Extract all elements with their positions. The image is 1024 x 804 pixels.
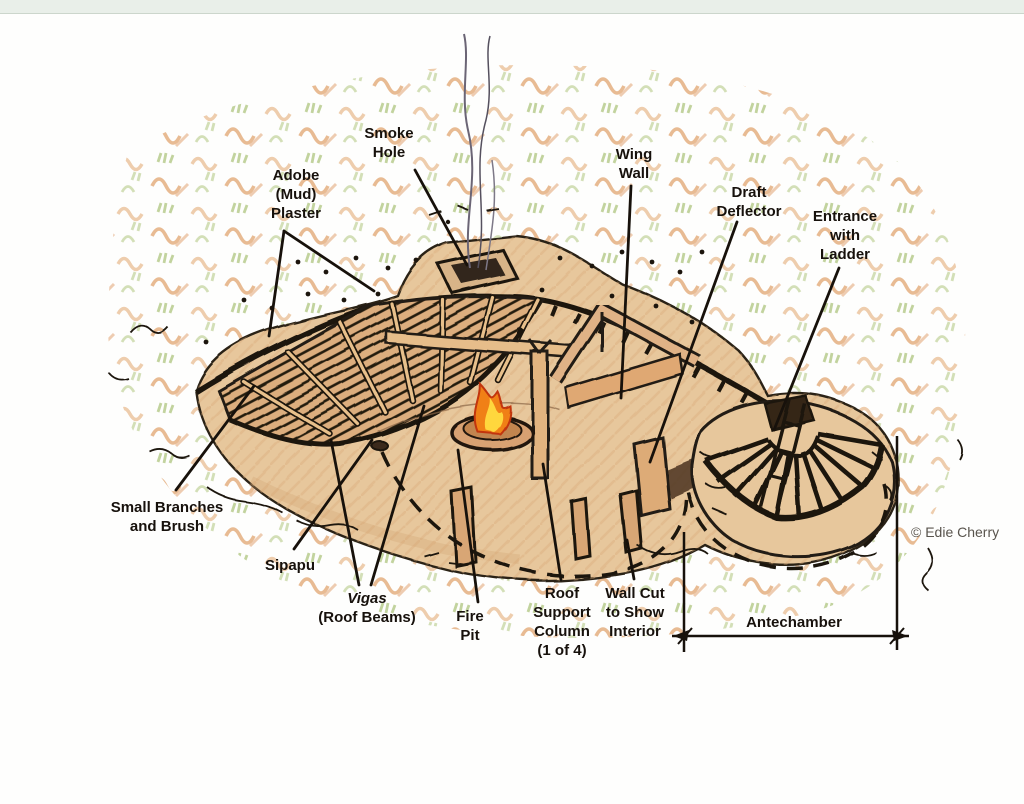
leader-lines xyxy=(174,168,841,604)
label-draft-deflector: Draft Deflector xyxy=(716,183,781,221)
interior-structure xyxy=(371,329,576,480)
label-line: Pit xyxy=(460,627,480,644)
leader-smoke-hole xyxy=(413,168,469,267)
label-line: Wall xyxy=(618,165,650,182)
label-line: Antechamber xyxy=(746,614,842,631)
ink-dots xyxy=(203,219,705,345)
label-line: with xyxy=(829,227,860,244)
label-smoke-hole: Smoke Hole xyxy=(364,124,413,162)
label-line: Support xyxy=(533,604,591,621)
roof-support-column-post xyxy=(528,339,554,480)
label-line: Ladder xyxy=(819,246,871,263)
leader-entrance xyxy=(772,266,841,432)
label-line: Sipapu xyxy=(264,557,316,574)
label-sipapu: Sipapu xyxy=(265,556,315,575)
label-small-branches: Small Branches and Brush xyxy=(111,498,224,536)
leader-adobe-b xyxy=(282,229,376,293)
label-line: (1 of 4) xyxy=(537,642,587,659)
label-line: Wing xyxy=(615,146,653,163)
antechamber-drawing xyxy=(690,394,896,559)
copyright-credit: © Edie Cherry xyxy=(911,524,1000,540)
label-line: Hole xyxy=(372,144,406,161)
antechamber-dimension xyxy=(672,436,909,652)
label-antechamber: Antechamber xyxy=(746,613,842,632)
label-adobe-plaster: Adobe (Mud) Plaster xyxy=(271,166,321,223)
label-line: Column xyxy=(534,623,590,640)
label-line: and Brush xyxy=(129,518,205,535)
label-line: Plaster xyxy=(270,205,322,222)
label-line: Deflector xyxy=(716,203,782,220)
label-line: Smoke xyxy=(364,125,414,142)
label-entrance-with-ladder: Entrance with Ladder xyxy=(813,207,877,264)
leader-small-branches xyxy=(174,384,256,492)
label-vigas: Vigas (Roof Beams) xyxy=(318,589,416,627)
label-line: Vigas xyxy=(347,590,387,607)
leader-roof-support xyxy=(541,462,563,582)
label-line: Adobe xyxy=(272,167,320,184)
leader-fire-pit xyxy=(456,448,480,604)
floor-outline-dashed xyxy=(380,451,888,579)
leader-wing-wall xyxy=(619,184,633,400)
label-line: Fire xyxy=(456,608,484,625)
sipapu-hole xyxy=(371,440,389,452)
leader-sipapu xyxy=(292,438,374,551)
label-line: Entrance xyxy=(812,208,878,225)
label-line: Wall Cut xyxy=(605,585,665,602)
smoke xyxy=(463,33,496,271)
label-line: Roof xyxy=(544,585,580,602)
label-line: (Roof Beams) xyxy=(318,609,416,626)
leader-vigas-a xyxy=(329,438,361,587)
label-line: Draft xyxy=(731,184,767,201)
ink-scribbles xyxy=(107,205,964,591)
fire-pit-drawing xyxy=(450,381,534,452)
label-line: (Mud) xyxy=(275,186,317,203)
leader-draft-deflector xyxy=(648,220,739,464)
entrance-ladder-drawing xyxy=(760,397,807,513)
label-fire-pit: Fire Pit xyxy=(456,607,484,645)
label-wall-cut: Wall Cut to Show Interior xyxy=(605,584,664,641)
label-line: Interior xyxy=(609,623,661,640)
scan-edge-strip xyxy=(0,0,1024,14)
wing-wall-drawing xyxy=(549,300,702,410)
leader-vigas-b xyxy=(369,404,426,587)
label-line: Small Branches xyxy=(110,499,224,516)
label-line: to Show xyxy=(605,604,665,621)
leader-adobe-a xyxy=(267,229,286,338)
label-wing-wall: Wing Wall xyxy=(616,145,653,183)
label-roof-support-column: Roof Support Column (1 of 4) xyxy=(533,584,591,660)
leader-wall-cut xyxy=(625,538,636,581)
